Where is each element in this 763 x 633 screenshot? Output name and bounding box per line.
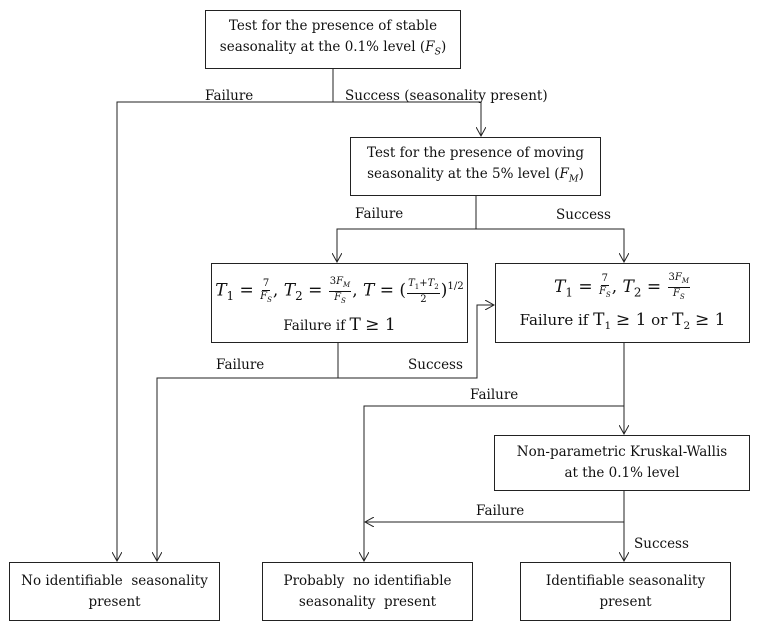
edge-stable-failure (117, 101, 333, 561)
edge-label-kruskal-failure: Failure (476, 503, 525, 519)
box-text: No identifiable seasonality (21, 572, 208, 589)
stable-seasonality-test-box: Test for the presence of stable seasonal… (205, 10, 461, 69)
edge-label-stable-success: Success (seasonality present) (345, 88, 548, 104)
box-text: Test for the presence of moving (366, 145, 585, 162)
box-text: Identifiable seasonality (545, 572, 706, 589)
box-text: at the 0.1% level (564, 465, 680, 481)
edge-stable-success (333, 101, 481, 136)
edge-label-combined-failure: Failure (216, 357, 265, 373)
box-text: Non-parametric Kruskal-Wallis (516, 444, 728, 460)
edge-label-stable-failure: Failure (205, 88, 254, 104)
individual-failure-condition: Failure if T1 ≥ 1 or T2 ≥ 1 (519, 310, 726, 333)
edge-label-moving-success: Success (556, 207, 611, 223)
edge-individual-failure (364, 405, 624, 561)
edge-combined-success (338, 305, 494, 379)
box-text: present (599, 593, 652, 610)
box-text: Probably no identifiable (283, 572, 452, 589)
box-text: seasonality at the 5% level (FM) (367, 166, 584, 185)
box-text: present (88, 593, 141, 610)
no-seasonality-box: No identifiable seasonality present (9, 562, 220, 621)
edge-moving-failure (337, 228, 476, 262)
box-text: Test for the presence of stable (228, 18, 438, 35)
kruskal-wallis-box: Non-parametric Kruskal-Wallis at the 0.1… (494, 435, 750, 491)
combined-failure-condition: Failure if T ≥ 1 (283, 314, 396, 335)
edge-label-kruskal-success: Success (634, 536, 689, 552)
probably-no-seasonality-box: Probably no identifiable seasonality pre… (262, 562, 473, 621)
edge-label-individual-failure: Failure (470, 387, 519, 403)
identifiable-seasonality-box: Identifiable seasonality present (520, 562, 731, 621)
box-text: seasonality present (298, 593, 437, 610)
moving-seasonality-test-box: Test for the presence of moving seasonal… (350, 137, 601, 196)
edge-moving-success (476, 228, 624, 262)
edge-label-moving-failure: Failure (355, 206, 404, 222)
box-text: seasonality at the 0.1% level (FS) (219, 39, 447, 58)
edge-combined-failure (157, 377, 338, 561)
edge-label-combined-success: Success (408, 357, 463, 373)
